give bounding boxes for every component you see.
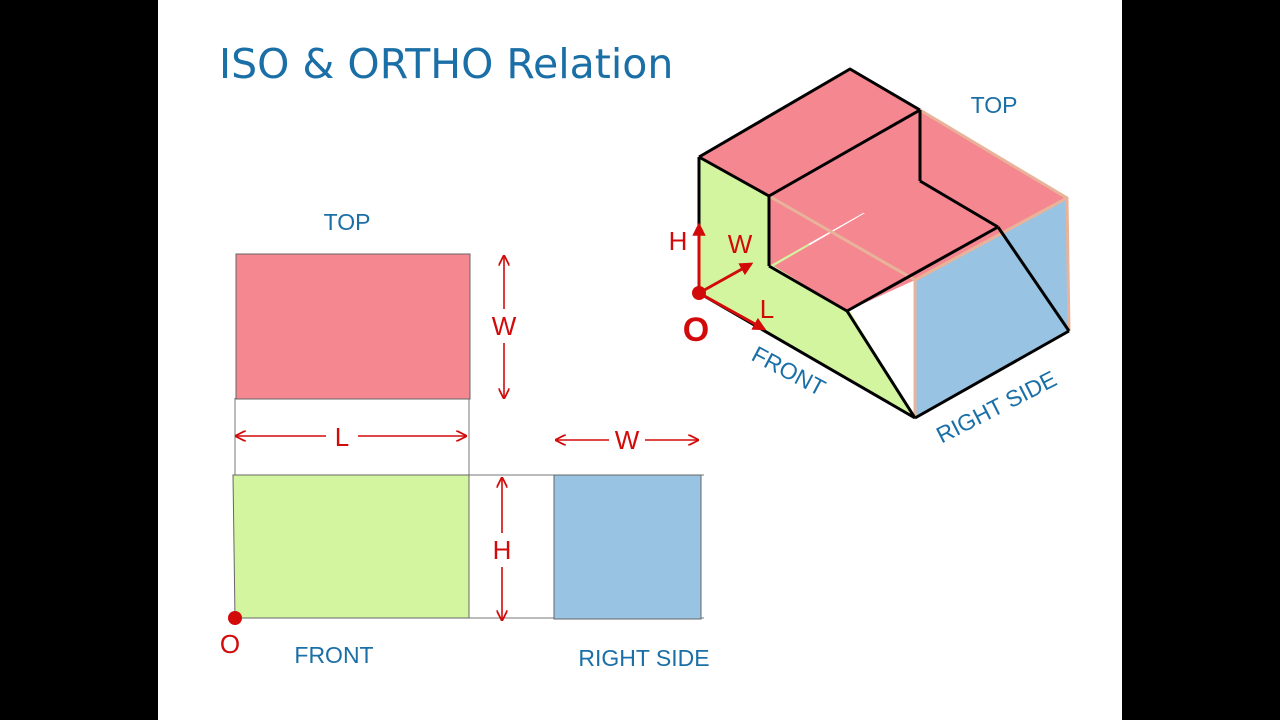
iso-origin-label: O — [683, 311, 709, 349]
iso-top-lower — [774, 181, 998, 311]
ortho-origin-label: O — [220, 629, 240, 659]
ortho-front-label: FRONT — [294, 642, 373, 668]
iso-view: H W L O TOP FRONT RIGHT SIDE — [669, 67, 1071, 448]
ortho-top-view — [235, 253, 471, 400]
iso-light-edges — [768, 108, 1071, 418]
axis-w-arrow — [698, 262, 754, 295]
iso-axis-indicator — [692, 222, 767, 331]
iso-side-face — [915, 198, 1069, 418]
ortho-origin-dot — [228, 611, 242, 625]
dim-label-width-top: W — [492, 311, 517, 341]
axis-w-label: W — [728, 229, 753, 259]
axis-h-label: H — [669, 226, 688, 256]
slide-title: ISO & ORTHO Relation — [219, 40, 674, 88]
slide: ISO & ORTHO Relation — [158, 0, 1122, 720]
ortho-top-label: TOP — [324, 209, 371, 235]
iso-origin-dot — [692, 286, 706, 300]
iso-top-middle — [769, 110, 920, 266]
iso-top-label: TOP — [971, 92, 1018, 118]
ortho-front-view — [232, 474, 470, 619]
dim-label-length: L — [335, 422, 349, 452]
dim-label-width-side: W — [615, 425, 640, 455]
ortho-side-label: RIGHT SIDE — [578, 645, 709, 671]
ortho-views: TOP FRONT RIGHT SIDE W L W H O — [220, 209, 710, 671]
axis-l-label: L — [760, 294, 774, 324]
axis-l-arrow — [698, 291, 767, 331]
diagram-canvas: TOP FRONT RIGHT SIDE W L W H O — [220, 67, 1071, 671]
ortho-side-view — [553, 474, 702, 620]
dim-label-height: H — [493, 535, 512, 565]
